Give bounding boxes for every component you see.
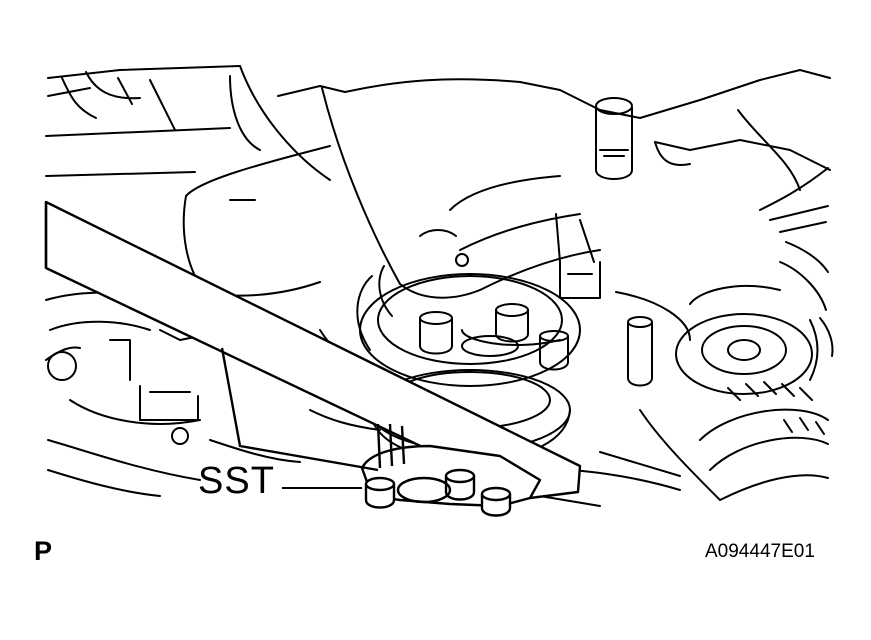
sst-bolts: [364, 468, 512, 517]
drive-belt-right: [639, 381, 829, 501]
sst-label: SST: [198, 460, 275, 502]
right-pulley: [627, 241, 834, 395]
sst-tool: [44, 200, 582, 517]
figure-code: A094447E01: [705, 541, 815, 562]
upper-structure-lines: [45, 65, 256, 201]
view-marker: P: [34, 536, 53, 566]
left-components: [45, 291, 301, 497]
sst-bracket-line: [220, 347, 379, 472]
pulley-assembly: [356, 213, 691, 387]
upper-housing: [229, 65, 831, 233]
tensioner-body: [182, 87, 601, 299]
sst-bar: [44, 200, 582, 500]
upper-bolt: [595, 97, 633, 180]
